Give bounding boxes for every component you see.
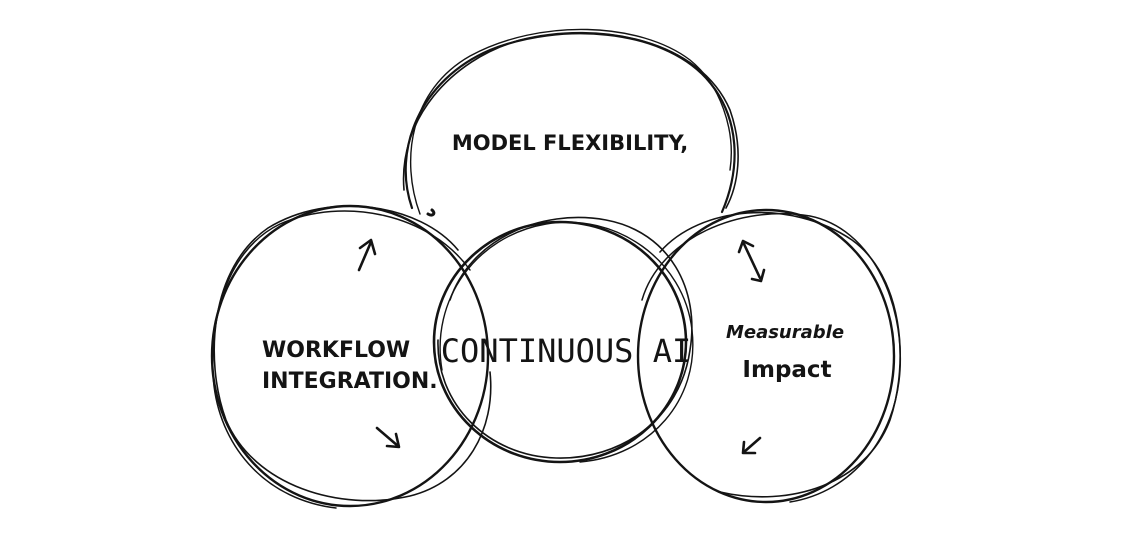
node-label-model-flexibility: MODEL FLEXIBILITY, bbox=[452, 131, 688, 155]
arrow-down-left-icon bbox=[741, 436, 762, 455]
circle-model-flexibility: MODEL FLEXIBILITY, bbox=[402, 28, 739, 217]
arrow-down-right-icon bbox=[375, 426, 401, 449]
arrow-up-icon bbox=[357, 238, 377, 272]
circle-continuous-ai: CONTINUOUS AI bbox=[432, 216, 694, 464]
node-label-workflow-line1: WORKFLOW bbox=[262, 338, 410, 363]
node-label-measurable: Measurable bbox=[726, 322, 844, 343]
circle-measurable-impact: Measurable Impact bbox=[636, 208, 902, 504]
circle-workflow-integration: WORKFLOW INTEGRATION. bbox=[210, 204, 492, 509]
node-label-workflow-line2: INTEGRATION. bbox=[262, 369, 438, 394]
node-label-impact: Impact bbox=[742, 357, 831, 383]
node-label-continuous-ai: CONTINUOUS AI bbox=[441, 332, 691, 370]
arrow-bidirectional-icon bbox=[737, 239, 766, 283]
